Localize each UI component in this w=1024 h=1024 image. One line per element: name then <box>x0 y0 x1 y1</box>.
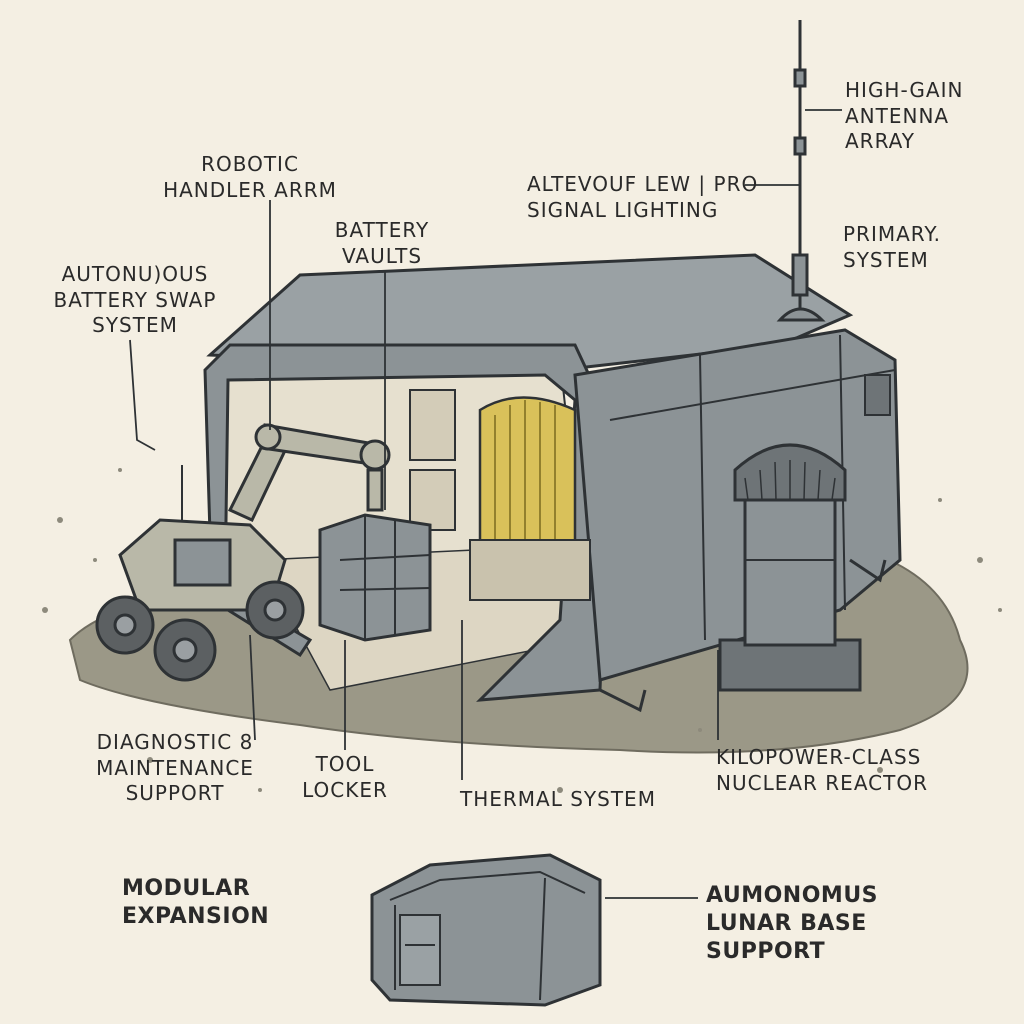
service-rover <box>95 465 305 682</box>
label-modular-expansion: MODULAR EXPANSION <box>122 876 270 930</box>
label-lunar-base-support: AUMONOMUS LUNAR BASE SUPPORT <box>706 883 879 965</box>
label-tool-locker: TOOL LOCKER <box>302 752 388 802</box>
robotic-handler-arm <box>227 423 391 522</box>
label-thermal: THERMAL SYSTEM <box>460 787 656 811</box>
modular-expansion-unit <box>370 853 602 1007</box>
battery-vault-core <box>469 396 591 601</box>
habitat-window <box>864 374 891 416</box>
kilopower-reactor <box>718 443 862 692</box>
label-reactor: KILOPOWER-CLASS NUCLEAR REACTOR <box>716 745 928 795</box>
label-signal-lighting: ALTEVOUF LEW | PRO SIGNAL LIGHTING <box>527 172 759 222</box>
vault-panel-2 <box>409 469 456 531</box>
label-antenna: HIGH-GAIN ANTENNA ARRAY <box>845 78 964 154</box>
label-primary-system: PRIMARY. SYSTEM <box>843 222 941 272</box>
label-diagnostic: DIAGNOSTIC 8 MAINTENANCE SUPPORT <box>96 730 254 806</box>
habitat-frame-left <box>203 343 612 702</box>
regolith-pebbles <box>42 468 1002 793</box>
high-gain-antenna <box>776 20 826 322</box>
battery-pack <box>318 513 432 642</box>
label-battery-swap: AUTONU)OUS BATTERY SWAP SYSTEM <box>53 262 217 338</box>
vault-panel-1 <box>409 389 456 461</box>
label-battery-vaults: BATTERY VAULTS <box>334 218 430 268</box>
label-robotic-arm: ROBOTIC HANDLER ARRM <box>163 152 337 202</box>
leader-lines <box>129 109 842 899</box>
